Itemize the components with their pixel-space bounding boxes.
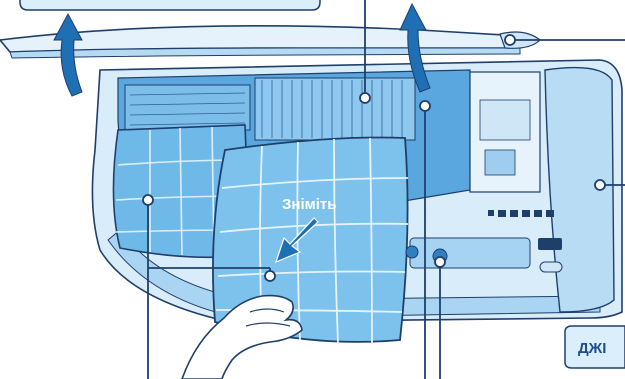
- filter-clip-left: [406, 246, 418, 258]
- control-box-inner: [480, 100, 530, 140]
- display-window: [538, 238, 562, 250]
- receiver-window: [540, 262, 562, 272]
- corner-label: ДЖІ: [578, 340, 606, 357]
- control-box-slot: [485, 150, 515, 175]
- front-panel-edge: [10, 48, 520, 58]
- front-vent: [410, 238, 530, 268]
- callout-box-fragment: [20, 0, 320, 10]
- remove-instruction-label: Зніміть: [282, 196, 336, 213]
- heat-exchanger: [255, 78, 415, 140]
